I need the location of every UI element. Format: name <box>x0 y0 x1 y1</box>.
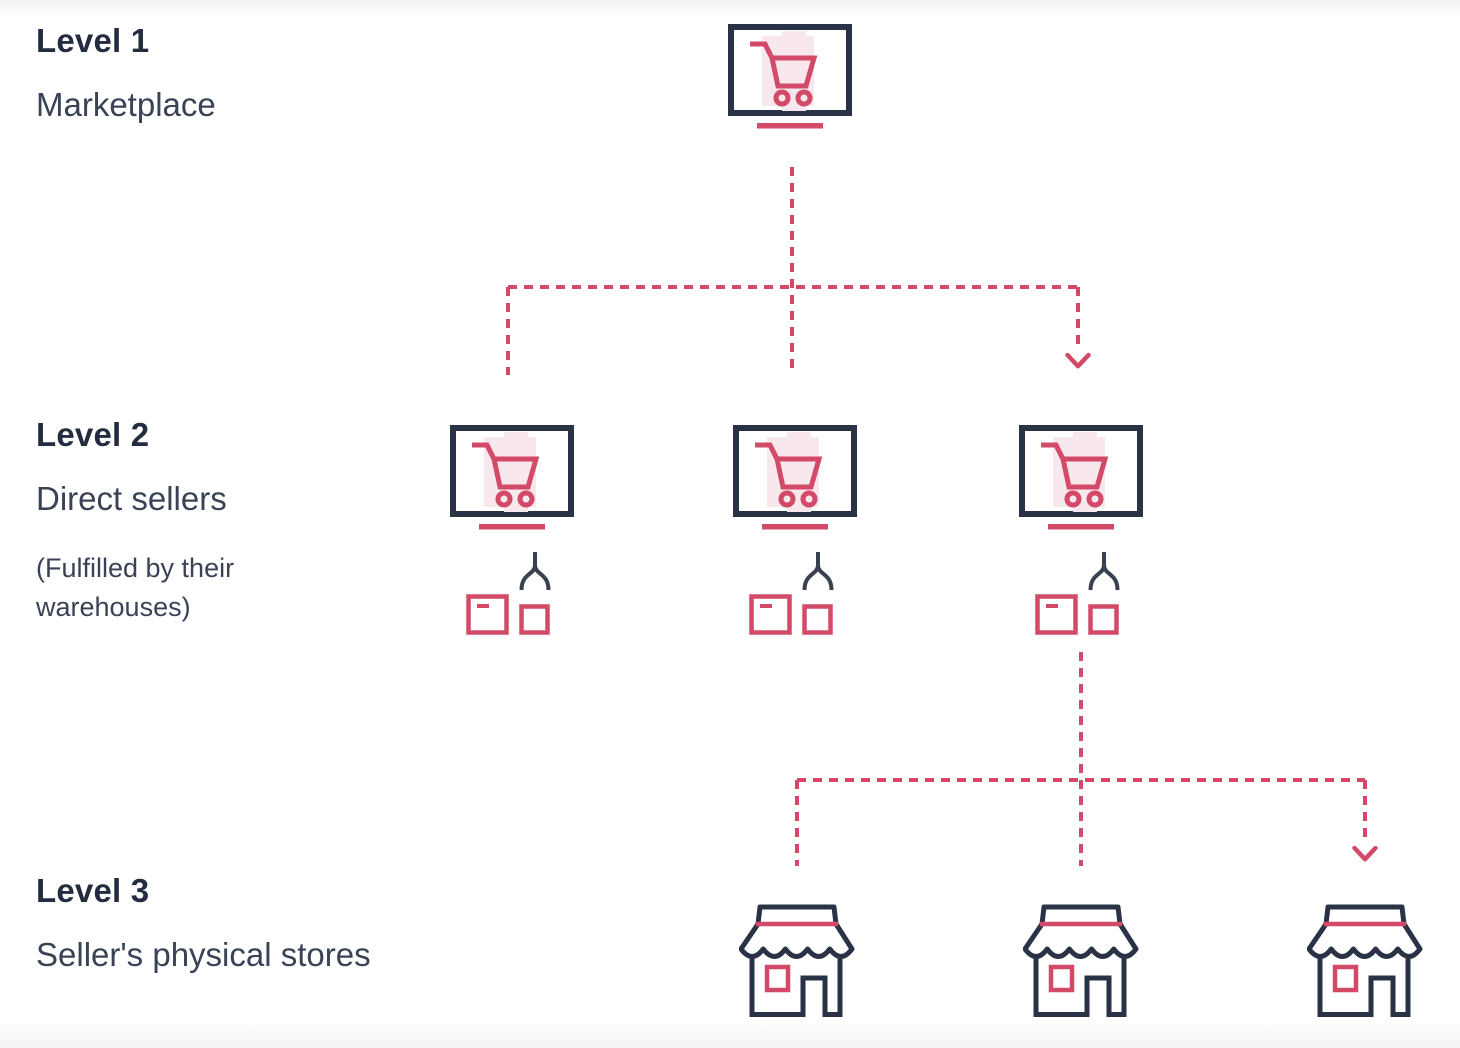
page-top-edge <box>0 0 1460 15</box>
level-3-title: Level 3 <box>36 872 150 909</box>
dashed-connector-level1-to-level2 <box>506 167 1120 375</box>
picker-claw-icon <box>1087 550 1121 594</box>
store-icon-2 <box>1023 903 1139 1017</box>
level-3-label: Level 3 Seller's physical stores <box>36 872 371 974</box>
direct-seller-node-3 <box>1019 425 1143 637</box>
page-bottom-edge <box>0 1022 1460 1048</box>
picker-claw-icon <box>518 550 552 594</box>
level-1-label: Level 1 Marketplace <box>36 22 216 124</box>
warehouse-boxes-icon <box>466 593 550 635</box>
level-2-subtitle: Direct sellers <box>36 480 227 517</box>
monitor-cart-icon <box>1019 425 1143 531</box>
store-icon-3 <box>1307 903 1423 1017</box>
store-icon-1 <box>739 903 855 1017</box>
arrow-down-icon <box>1355 848 1376 859</box>
level-1-title: Level 1 <box>36 22 150 59</box>
direct-seller-node-1 <box>450 425 574 637</box>
level-3-subtitle: Seller's physical stores <box>36 936 371 973</box>
direct-seller-node-2 <box>733 425 857 637</box>
level-2-note: (Fulfilled by their warehouses) <box>36 553 235 622</box>
picker-claw-icon <box>801 550 835 594</box>
warehouse-boxes-icon <box>749 593 833 635</box>
dashed-connector-level2-to-level3 <box>795 652 1390 866</box>
level-2-label: Level 2 Direct sellers (Fulfilled by the… <box>36 416 321 627</box>
marketplace-monitor-cart-icon <box>728 24 852 130</box>
monitor-cart-icon <box>450 425 574 531</box>
arrow-down-icon <box>1068 355 1089 366</box>
warehouse-boxes-icon <box>1035 593 1119 635</box>
level-1-subtitle: Marketplace <box>36 86 216 123</box>
monitor-cart-icon <box>733 425 857 531</box>
level-2-title: Level 2 <box>36 416 150 453</box>
